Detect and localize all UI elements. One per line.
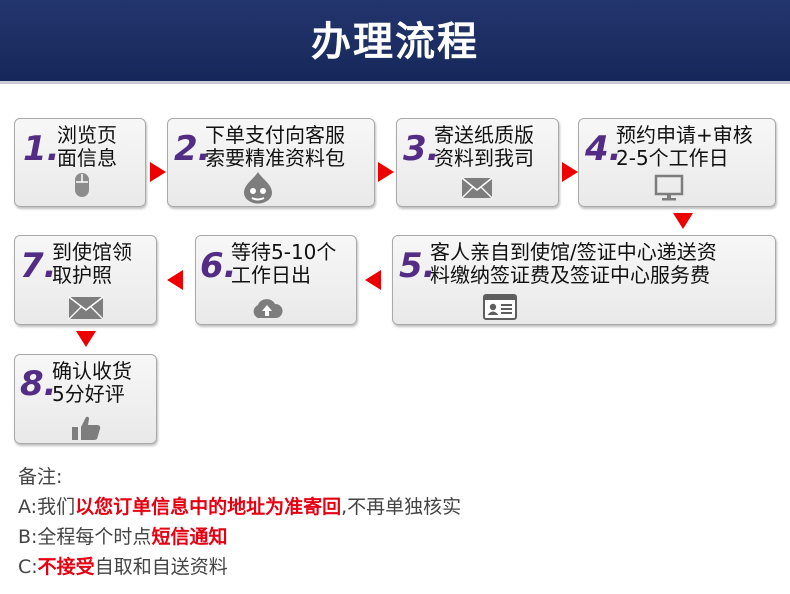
step-number: 7. xyxy=(20,246,57,286)
flow-arrow-2-3 xyxy=(378,162,394,182)
step-number: 5. xyxy=(399,246,436,286)
page-title: 办理流程 xyxy=(311,19,479,65)
flow-arrow-6-7 xyxy=(167,270,183,290)
step-text: 浏览页 面信息 xyxy=(57,123,117,170)
drupal-drop-icon xyxy=(243,171,273,208)
note-b: B:全程每个时点短信通知 xyxy=(18,522,778,552)
step-4-card: 4. 预约申请+审核 2-5个工作日 xyxy=(578,118,776,207)
step-text: 下单支付向客服 索要精准资料包 xyxy=(205,123,345,170)
step-2-card: 2. 下单支付向客服 索要精准资料包 xyxy=(167,118,375,207)
step-number: 2. xyxy=(174,129,211,169)
thumbs-up-icon xyxy=(71,415,103,445)
note-c-highlight: 不接受 xyxy=(37,556,95,578)
flow-arrow-3-4 xyxy=(562,162,578,182)
note-c: C:不接受自取和自送资料 xyxy=(18,552,778,582)
flow-arrow-1-2 xyxy=(150,162,166,182)
step-6-card: 6. 等待5-10个 工作日出 xyxy=(195,235,357,325)
step-1-card: 1. 浏览页 面信息 xyxy=(14,118,146,207)
monitor-icon xyxy=(654,174,684,206)
step-number: 8. xyxy=(20,364,57,404)
flow-arrow-5-6 xyxy=(365,270,381,290)
id-card-icon xyxy=(483,294,517,324)
flow-arrow-7-8 xyxy=(76,331,96,347)
step-text: 等待5-10个 工作日出 xyxy=(231,240,337,287)
note-a-suffix: ,不再单独核实 xyxy=(341,496,462,518)
step-text: 客人亲自到使馆/签证中心递送资 料缴纳签证费及签证中心服务费 xyxy=(430,240,717,287)
note-b-prefix: B:全程每个时点 xyxy=(18,526,152,548)
note-a-highlight: 以您订单信息中的地址为准寄回 xyxy=(75,496,342,518)
step-text: 确认收货 5分好评 xyxy=(52,359,132,406)
note-a-prefix: A:我们 xyxy=(18,496,76,518)
note-a: A:我们以您订单信息中的地址为准寄回,不再单独核实 xyxy=(18,492,778,522)
step-text: 寄送纸质版 资料到我司 xyxy=(434,123,534,170)
cloud-upload-icon xyxy=(250,297,284,323)
step-number: 6. xyxy=(200,246,237,286)
note-b-highlight: 短信通知 xyxy=(151,526,228,548)
step-number: 4. xyxy=(585,129,622,169)
step-3-card: 3. 寄送纸质版 资料到我司 xyxy=(396,118,559,207)
step-text: 到使馆领 取护照 xyxy=(52,240,132,287)
flow-arrow-4-5 xyxy=(673,213,693,229)
step-8-card: 8. 确认收货 5分好评 xyxy=(14,354,157,444)
header-banner: 办理流程 xyxy=(0,0,790,84)
step-text: 预约申请+审核 2-5个工作日 xyxy=(616,123,753,170)
note-c-prefix: C: xyxy=(18,556,38,578)
envelope-icon xyxy=(461,177,493,203)
notes-heading: 备注: xyxy=(18,466,63,488)
step-7-card: 7. 到使馆领 取护照 xyxy=(14,235,157,325)
notes-section: 备注: A:我们以您订单信息中的地址为准寄回,不再单独核实 B:全程每个时点短信… xyxy=(18,462,778,582)
note-c-suffix: 自取和自送资料 xyxy=(94,556,228,578)
step-number: 3. xyxy=(403,129,440,169)
envelope-icon xyxy=(68,296,104,324)
mouse-icon xyxy=(74,172,90,202)
step-number: 1. xyxy=(23,129,60,169)
step-5-card: 5. 客人亲自到使馆/签证中心递送资 料缴纳签证费及签证中心服务费 xyxy=(392,235,776,325)
